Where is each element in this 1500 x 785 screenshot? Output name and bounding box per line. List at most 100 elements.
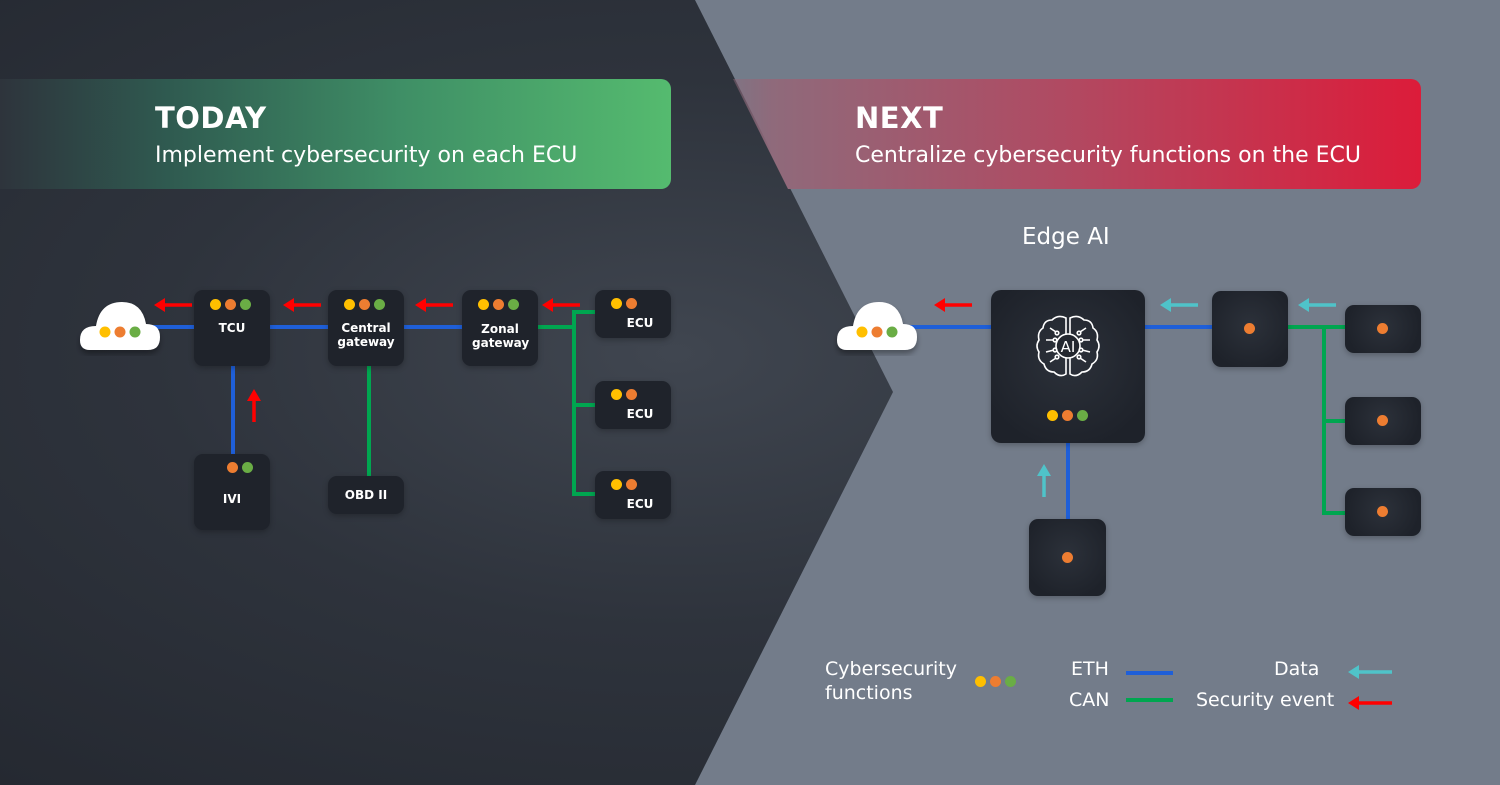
zonal-gateway-node[interactable]: Zonal gateway <box>462 290 538 366</box>
eth-line-tcu-ivi <box>231 365 235 455</box>
ecu-node[interactable] <box>1345 305 1421 353</box>
legend-can-line <box>1126 698 1173 702</box>
ivi-label: IVI <box>222 492 242 506</box>
cyber-dot-yellow <box>1047 410 1058 421</box>
cyber-dot-orange <box>493 299 504 310</box>
cyber-dot-orange <box>227 462 238 473</box>
status-dot <box>1244 323 1255 334</box>
data-arrow-icon <box>1160 298 1198 312</box>
status-dot <box>1377 506 1388 517</box>
can-line-ecu3 <box>572 492 596 496</box>
security-event-arrow-icon <box>415 298 453 312</box>
cloud-icon <box>837 302 917 350</box>
ecu-node[interactable]: ECU <box>595 471 671 519</box>
data-arrow-up-icon <box>1037 464 1051 497</box>
next-subtitle: Centralize cybersecurity functions on th… <box>855 143 1361 168</box>
legend-eth: ETH <box>1071 658 1109 680</box>
can-line-ecu2 <box>572 403 596 407</box>
cyber-dot-green <box>1077 410 1088 421</box>
cyber-dot-orange <box>990 676 1001 687</box>
cyber-dot-orange <box>871 326 883 338</box>
cyber-dot-yellow <box>611 479 622 490</box>
ai-brain-icon: AI <box>1036 315 1100 377</box>
cyber-dot-green <box>242 462 253 473</box>
cyber-dot-yellow <box>99 326 111 338</box>
security-event-arrow-icon <box>542 298 580 312</box>
legend-cyber-functions: Cybersecurity functions <box>825 658 957 704</box>
ecu-node[interactable] <box>1345 397 1421 445</box>
can-line-zonal-bus <box>1288 325 1346 329</box>
obd-label: OBD II <box>344 488 388 502</box>
security-event-arrow-icon <box>934 298 972 312</box>
cyber-dot-orange <box>626 479 637 490</box>
eth-line-tcu-central <box>270 325 328 329</box>
data-arrow-icon <box>1298 298 1336 312</box>
cyber-dot-orange <box>626 389 637 400</box>
central-gateway-label: Central gateway <box>337 321 395 349</box>
ai-chip-text: AI <box>1061 338 1076 356</box>
tcu-label: TCU <box>218 321 246 335</box>
cyber-dot-yellow <box>856 326 868 338</box>
today-banner: TODAY Implement cybersecurity on each EC… <box>0 79 671 189</box>
ecu-node[interactable] <box>1345 488 1421 536</box>
legend-eth-line <box>1126 671 1173 675</box>
legend-security-event: Security event <box>1196 689 1335 711</box>
legend-can: CAN <box>1069 689 1110 711</box>
eth-line-central-zonal <box>404 325 462 329</box>
next-banner: NEXT Centralize cybersecurity functions … <box>733 79 1421 189</box>
cyber-dot-orange <box>114 326 126 338</box>
cyber-dot-orange <box>359 299 370 310</box>
today-title: TODAY <box>155 101 267 135</box>
cyber-dot-green <box>374 299 385 310</box>
status-dot <box>1377 323 1388 334</box>
cyber-dot-yellow <box>344 299 355 310</box>
can-line-node3 <box>1322 511 1346 515</box>
ecu-label: ECU <box>626 407 654 421</box>
cyber-dot-green <box>508 299 519 310</box>
cyber-dot-yellow <box>611 389 622 400</box>
edge-ai-label: Edge AI <box>1022 224 1110 250</box>
cyber-dot-yellow <box>975 676 986 687</box>
can-line-node2 <box>1322 419 1346 423</box>
cyber-dot-orange <box>1062 410 1073 421</box>
ivi-node[interactable]: IVI <box>194 454 270 530</box>
zonal-gateway-label: Zonal gateway <box>472 322 530 350</box>
cyber-dot-orange <box>626 298 637 309</box>
ecu-label: ECU <box>626 316 654 330</box>
eth-line-cloud-tcu <box>150 325 195 329</box>
legend-data: Data <box>1274 658 1320 680</box>
cyber-dot-orange <box>225 299 236 310</box>
eth-line-cloud-ai <box>905 325 992 329</box>
edge-ai-node[interactable]: AI <box>991 290 1145 443</box>
eth-line-ai-bottom <box>1066 442 1070 520</box>
cyber-dot-green <box>240 299 251 310</box>
cyber-dot-green <box>886 326 898 338</box>
ecu-label: ECU <box>626 497 654 511</box>
next-title: NEXT <box>855 101 944 135</box>
cloud-icon <box>80 302 160 350</box>
cyber-dot-yellow <box>210 299 221 310</box>
legend-security-arrow-icon <box>1348 696 1392 710</box>
central-gateway-node[interactable]: Central gateway <box>328 290 404 366</box>
cyber-dot-yellow <box>478 299 489 310</box>
obd-node[interactable]: OBD II <box>328 476 404 514</box>
cyber-dot-green <box>129 326 141 338</box>
ecu-node[interactable] <box>1029 519 1106 596</box>
legend-cyber-dots <box>975 676 1016 687</box>
status-dot <box>1062 552 1073 563</box>
can-line-ecu1 <box>572 310 596 314</box>
today-subtitle: Implement cybersecurity on each ECU <box>155 143 578 168</box>
security-event-arrow-up-icon <box>247 389 261 422</box>
legend-data-arrow-icon <box>1348 665 1392 679</box>
ecu-node[interactable]: ECU <box>595 290 671 338</box>
eth-line-ai-zonal <box>1144 325 1212 329</box>
can-line-zonal-bus <box>538 325 574 329</box>
ecu-node[interactable]: ECU <box>595 381 671 429</box>
tcu-node[interactable]: TCU <box>194 290 270 366</box>
status-dot <box>1377 415 1388 426</box>
can-line-central-obd <box>367 365 371 477</box>
security-event-arrow-icon <box>154 298 192 312</box>
security-event-arrow-icon <box>283 298 321 312</box>
cyber-dot-yellow <box>611 298 622 309</box>
zonal-node[interactable] <box>1212 291 1288 367</box>
